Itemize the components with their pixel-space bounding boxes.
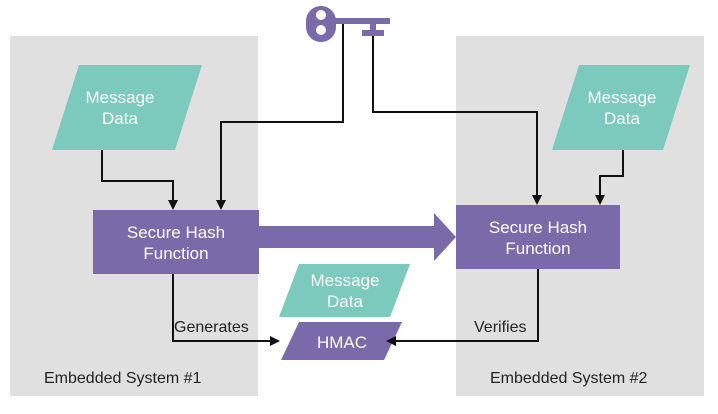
right-message-to-hash-arrowhead <box>595 195 605 205</box>
left-message-to-hash-line <box>101 150 174 202</box>
key-to-right-hash-line <box>372 36 538 197</box>
left-message-line1: Message <box>86 88 155 107</box>
key-to-left-hash-arrowhead <box>216 200 226 210</box>
verifies-label: Verifies <box>474 319 526 336</box>
left-hash-line2: Function <box>143 244 208 263</box>
verifies-arrowhead <box>386 336 396 346</box>
left-hash-function-box <box>93 210 259 274</box>
center-message-data-shape <box>279 264 410 317</box>
generates-label: Generates <box>174 319 249 336</box>
right-hash-function-box <box>456 205 620 269</box>
key-to-left-hash-line <box>220 24 344 202</box>
hmac-shape <box>281 322 402 360</box>
center-message-line2: Data <box>327 292 363 311</box>
center-message-line1: Message <box>311 271 380 290</box>
left-message-line2: Data <box>102 109 138 128</box>
generates-arrowhead <box>270 336 280 346</box>
verifies-line <box>394 269 539 342</box>
right-message-to-hash-line <box>599 150 624 197</box>
key-to-right-hash-arrowhead <box>532 195 542 205</box>
generates-line <box>172 274 272 342</box>
left-message-data-shape <box>52 65 202 150</box>
right-system-label: Embedded System #2 <box>490 370 648 387</box>
right-hash-line2: Function <box>505 239 570 258</box>
right-hash-line1: Secure Hash <box>489 218 587 237</box>
left-message-to-hash-arrowhead <box>168 200 178 210</box>
right-message-data-shape <box>552 65 690 150</box>
transfer-arrow <box>259 213 456 261</box>
key-holes <box>316 10 326 35</box>
right-message-line2: Data <box>604 109 640 128</box>
right-message-line1: Message <box>588 88 657 107</box>
key-icon <box>306 6 390 42</box>
left-system-label: Embedded System #1 <box>44 370 202 387</box>
hmac-label: HMAC <box>317 333 367 352</box>
left-hash-line1: Secure Hash <box>127 223 225 242</box>
